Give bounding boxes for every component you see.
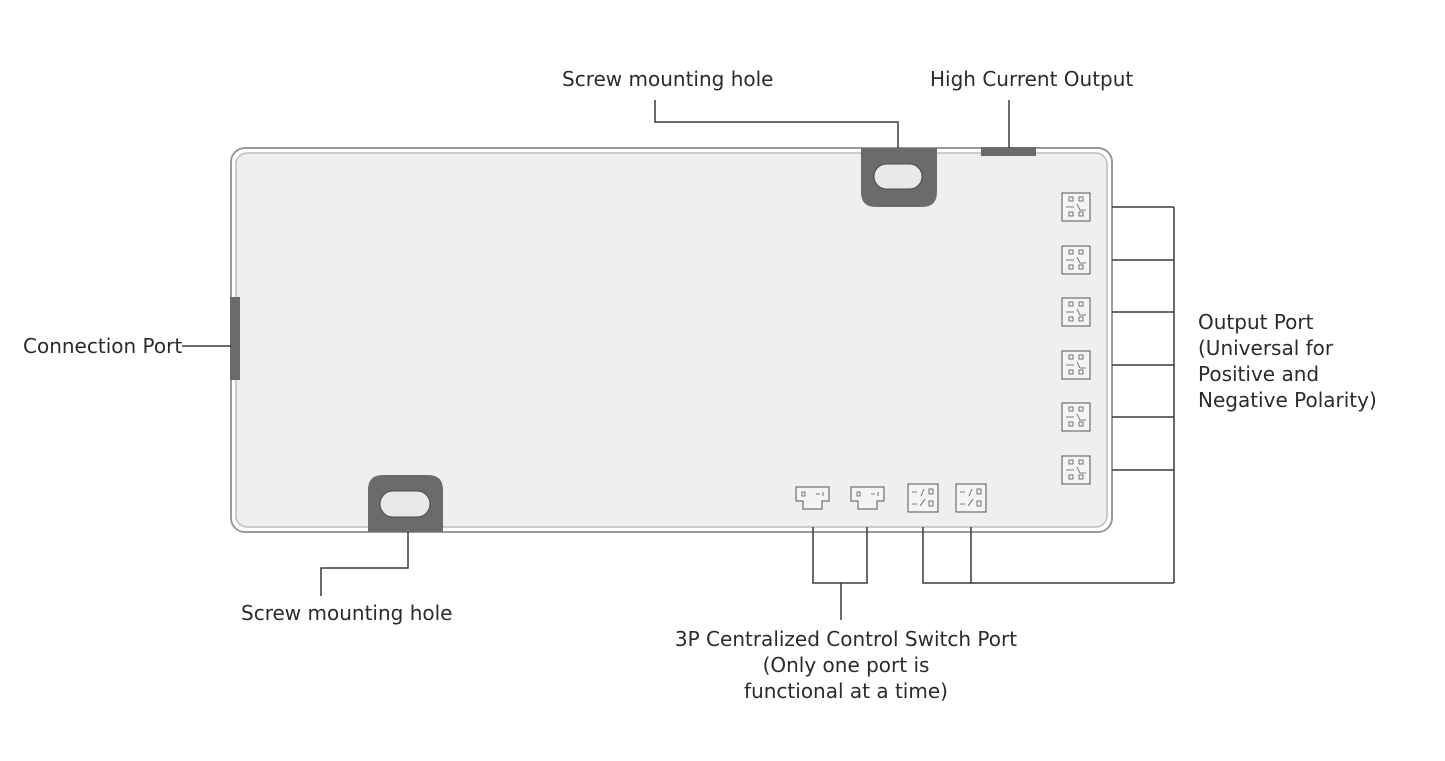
screw-mounting-hole-bottom (368, 475, 443, 532)
leader-screw-bottom (320, 532, 409, 596)
label-high-current: High Current Output (930, 67, 1134, 91)
label-output-port-line-2: (Universal for (1198, 336, 1334, 360)
output-port-connector (1061, 192, 1091, 222)
switch-port-connector (850, 486, 885, 510)
output-port-connector (1061, 350, 1091, 380)
label-connection: Connection Port (23, 334, 183, 358)
leader-lines (182, 100, 1175, 620)
high-current-output (981, 147, 1036, 156)
output-port-connector (1061, 455, 1091, 485)
output-port-group (1061, 192, 1091, 485)
leader-switch-left (812, 527, 868, 584)
label-switch-port-line-3: functional at a time) (744, 679, 948, 703)
screw-mounting-hole-top (861, 148, 937, 207)
label-screw-top: Screw mounting hole (562, 67, 774, 91)
switch-port-group (795, 483, 987, 513)
label-switch-port-line-2: (Only one port is (762, 653, 930, 677)
board-inner (235, 152, 1108, 528)
output-port-connector (1061, 297, 1091, 327)
connection-port (230, 297, 240, 380)
output-port-connector (1061, 245, 1091, 275)
label-output-port-line-1: Output Port (1198, 310, 1314, 334)
leader-screw-top (654, 100, 899, 148)
label-screw-bottom: Screw mounting hole (241, 601, 453, 625)
label-output-port-line-3: Positive and (1198, 362, 1320, 386)
label-output-port: Output Port (Universal for Positive and … (1198, 309, 1377, 413)
switch-port-connector (907, 483, 939, 513)
switch-port-connector (795, 486, 830, 510)
switch-port-connector (955, 483, 987, 513)
output-port-connector (1061, 402, 1091, 432)
label-switch-port-line-1: 3P Centralized Control Switch Port (674, 627, 1018, 651)
leader-switch-right (922, 527, 972, 584)
label-output-port-line-4: Negative Polarity) (1198, 388, 1377, 412)
label-switch-port: 3P Centralized Control Switch Port (Only… (646, 626, 1046, 704)
